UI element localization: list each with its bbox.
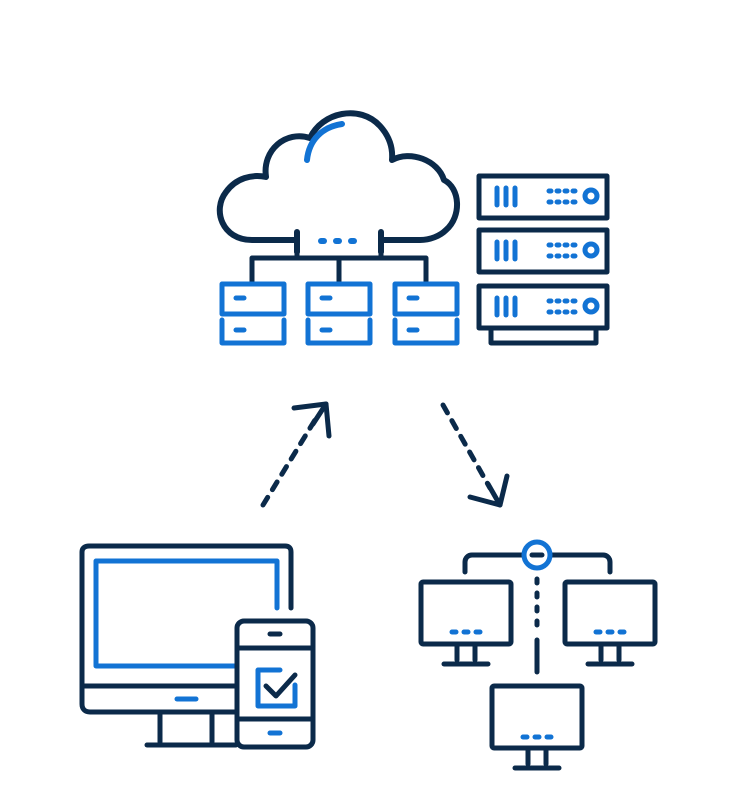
smartphone-check-icon (234, 618, 316, 750)
server-rack-icon (476, 173, 610, 346)
network-computer-left (418, 579, 514, 667)
storage-drawer-icon (219, 281, 287, 346)
network-computer-right (562, 579, 658, 667)
desktop-monitor-icon (79, 543, 294, 748)
storage-drawer-icon (305, 281, 373, 346)
server-status-dots (546, 188, 578, 315)
cloud-icon (216, 110, 461, 255)
network-computer-bottom (489, 683, 585, 771)
storage-drawers (219, 281, 460, 346)
download-arrow-icon (440, 402, 510, 508)
upload-arrow-icon (260, 401, 332, 508)
storage-drawer-icon (392, 281, 460, 346)
cloud-connector-lines (249, 249, 429, 285)
network-computers-icon (418, 539, 658, 771)
